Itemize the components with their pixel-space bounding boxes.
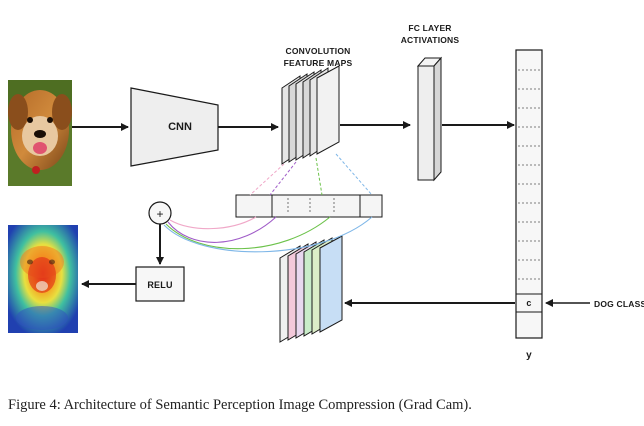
class-cell-label: c xyxy=(526,298,532,308)
fc-layer-activations xyxy=(416,56,443,182)
output-vector-y xyxy=(515,49,543,339)
weighting-curves xyxy=(163,216,373,253)
relu-block xyxy=(135,266,185,302)
conv-maps-label-line2: FEATURE MAPS xyxy=(283,58,353,68)
sum-node-label: + xyxy=(156,207,164,221)
input-dog-image xyxy=(8,80,72,186)
output-y-label: y xyxy=(526,350,532,361)
fc-label-line1: FC LAYER xyxy=(408,23,452,33)
conv-maps-label-line1: CONVOLUTION xyxy=(285,46,351,56)
convolution-feature-maps xyxy=(281,65,340,165)
gradient-feature-maps xyxy=(279,235,343,343)
dog-class-label: DOG CLASS xyxy=(594,299,644,309)
gradcam-heatmap-image xyxy=(8,225,78,333)
cnn-label: CNN xyxy=(168,121,192,133)
pooled-weights-vector xyxy=(235,194,383,218)
cnn-block xyxy=(130,87,219,167)
figure-caption: Figure 4: Architecture of Semantic Perce… xyxy=(8,397,472,413)
pooling-dashed-lines xyxy=(249,153,373,196)
relu-label: RELU xyxy=(147,280,173,290)
fc-label-line2: ACTIVATIONS xyxy=(400,35,460,45)
